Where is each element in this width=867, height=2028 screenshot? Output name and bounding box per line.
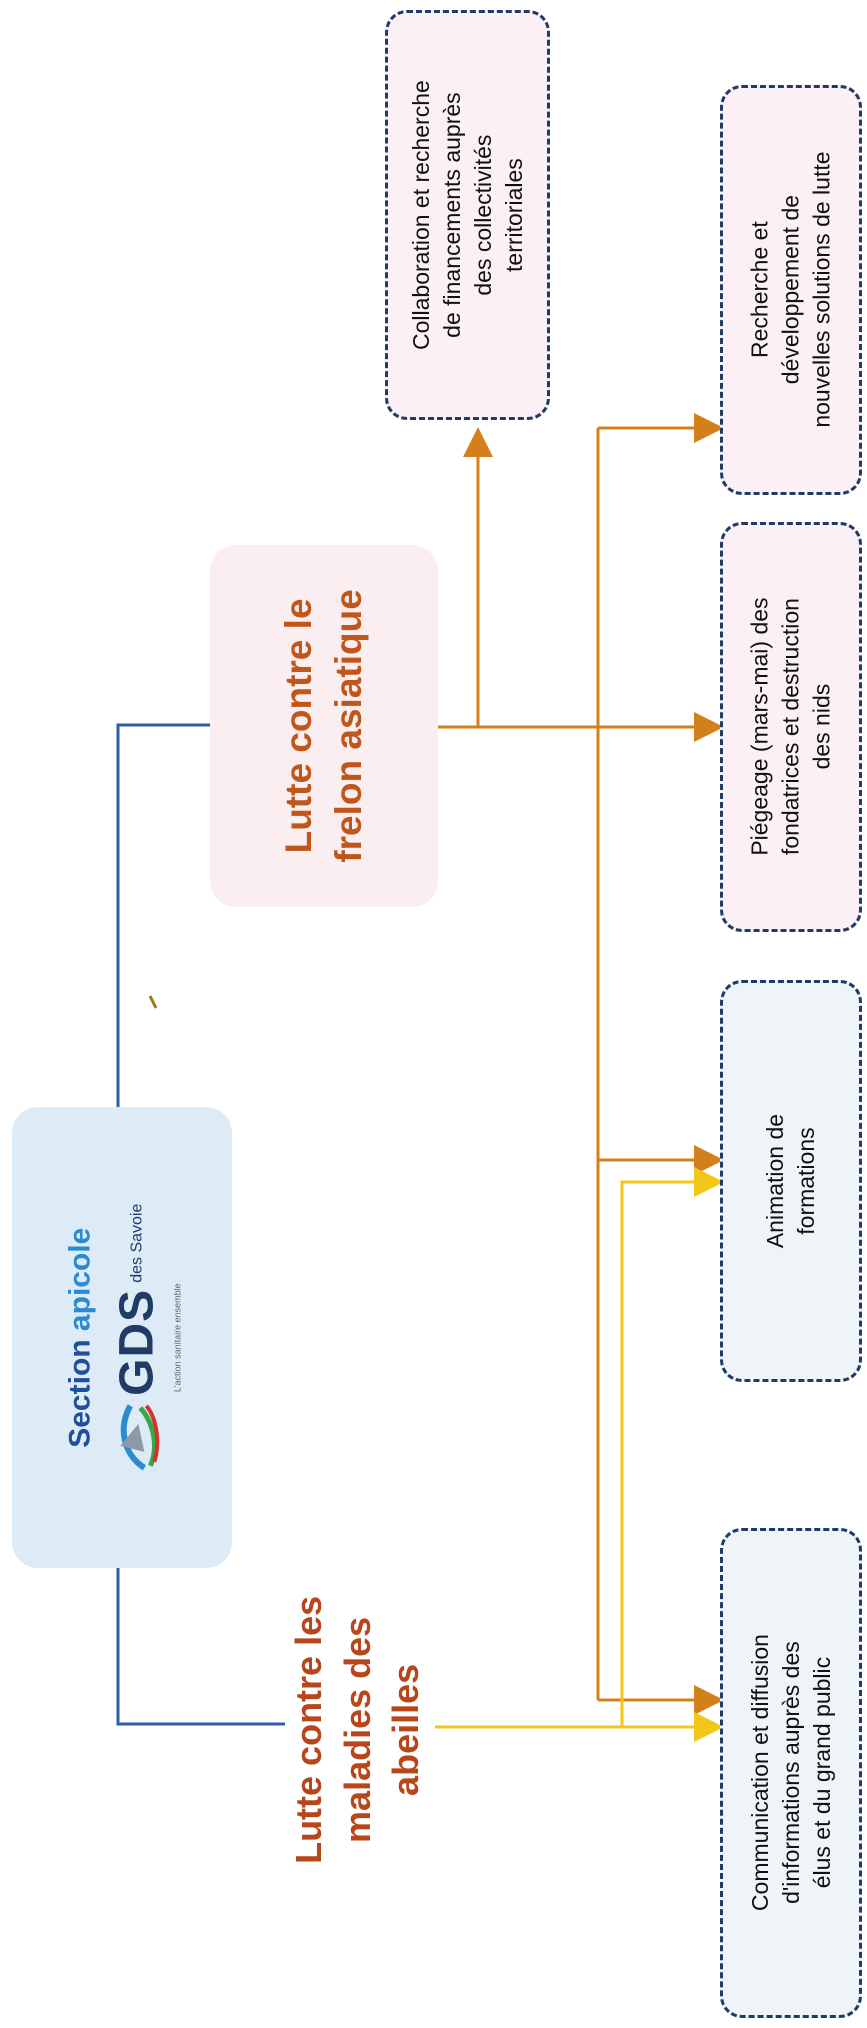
- action-communication: Communication et diffusion d'information…: [720, 1528, 862, 2018]
- logo-title-apicole: apicole: [63, 1227, 97, 1331]
- node-maladies-line: abeilles: [385, 1663, 427, 1797]
- blue-connectors: [116, 723, 285, 1726]
- action-line: des collectivités: [469, 134, 496, 296]
- action-piegeage: Piégeage (mars-mai) des fondatrices et d…: [720, 522, 862, 932]
- logo: Section apicole GDS des Savoie L'action …: [60, 1203, 183, 1471]
- node-maladies-line: Lutte contre les: [288, 1595, 330, 1865]
- action-piegeage-label: Piégeage (mars-mai) des fondatrices et d…: [744, 598, 837, 856]
- node-frelon: Lutte contre le frelon asiatique: [210, 545, 438, 907]
- logo-tagline: L'action sanitaire ensemble: [172, 1283, 183, 1392]
- node-maladies-line: maladies des: [336, 1616, 378, 1844]
- orange-connectors: [438, 413, 724, 1715]
- action-line: des nids: [808, 684, 835, 770]
- action-line: Communication et diffusion: [746, 1634, 773, 1912]
- logo-savoie: des Savoie: [128, 1203, 146, 1283]
- action-line: formations: [793, 1127, 819, 1235]
- logo-row: GDS des Savoie: [105, 1203, 170, 1471]
- action-line: d'informations auprès des: [777, 1641, 804, 1905]
- action-line: élus et du grand public: [808, 1657, 835, 1889]
- node-frelon-label: Lutte contre le frelon asiatique: [274, 589, 374, 862]
- stray-mark: [148, 995, 158, 1009]
- gds-swirl-icon: [120, 1404, 159, 1471]
- action-line: Recherche et: [746, 221, 773, 359]
- action-line: territoriales: [500, 158, 527, 272]
- action-communication-label: Communication et diffusion d'information…: [744, 1634, 837, 1911]
- action-line: Animation de: [761, 1113, 788, 1249]
- action-collaboration: Collaboration et recherche de financemen…: [385, 10, 550, 420]
- logo-title: Section apicole: [60, 1227, 101, 1447]
- action-line: Piégeage (mars-mai) des: [746, 597, 773, 857]
- action-recherche: Recherche et développement de nouvelles …: [720, 85, 862, 495]
- node-frelon-line: frelon asiatique: [328, 589, 370, 863]
- action-animation: Animation de formations: [720, 980, 862, 1382]
- logo-gds: GDS: [109, 1288, 163, 1396]
- action-line: fondatrices et destruction: [777, 598, 804, 856]
- node-maladies: Lutte contre les maladies des abeilles: [268, 1580, 448, 1880]
- node-maladies-label: Lutte contre les maladies des abeilles: [285, 1596, 431, 1864]
- action-collaboration-label: Collaboration et recherche de financemen…: [405, 80, 529, 350]
- yellow-connectors: [435, 1167, 724, 1742]
- action-animation-label: Animation de formations: [760, 1114, 822, 1248]
- action-line: de financements auprès: [438, 92, 465, 338]
- logo-title-section: Section: [63, 1339, 97, 1448]
- node-frelon-line: Lutte contre le: [278, 598, 320, 854]
- action-line: développement de: [777, 195, 804, 385]
- logo-box: Section apicole GDS des Savoie L'action …: [12, 1107, 232, 1568]
- action-line: nouvelles solutions de lutte: [808, 151, 835, 429]
- action-recherche-label: Recherche et développement de nouvelles …: [744, 152, 837, 428]
- action-line: Collaboration et recherche: [407, 80, 434, 350]
